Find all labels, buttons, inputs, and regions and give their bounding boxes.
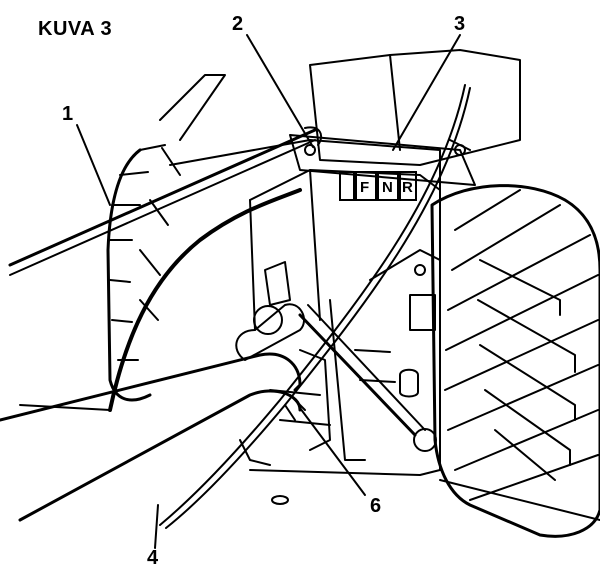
cable-3 (159, 84, 471, 529)
gear-label-r: R (402, 179, 413, 196)
ground-line (19, 404, 600, 521)
engine-top (309, 49, 521, 166)
callout-3: 3 (454, 13, 466, 35)
gear-label-f: F (360, 179, 369, 196)
leader-6 (299, 407, 366, 496)
callout-6: 6 (370, 495, 382, 517)
thick-cable (108, 188, 302, 412)
leader-lines (76, 34, 461, 549)
gear-lever (298, 304, 437, 452)
leader-1 (76, 124, 111, 206)
leader-4 (154, 504, 159, 549)
cable-1 (8, 126, 323, 276)
callout-4: 4 (147, 547, 159, 569)
ground-detail (239, 439, 271, 466)
left-wheel (106, 144, 181, 402)
callout-2: 2 (232, 13, 244, 35)
gear-selector: F N R (339, 171, 417, 201)
figure-caption: KUVA 3 (38, 18, 113, 40)
callout-1: 1 (62, 103, 74, 125)
handle-bar (0, 303, 305, 522)
leader-2 (246, 34, 314, 148)
gear-label-n: N (382, 179, 393, 196)
leader-3 (392, 34, 461, 151)
